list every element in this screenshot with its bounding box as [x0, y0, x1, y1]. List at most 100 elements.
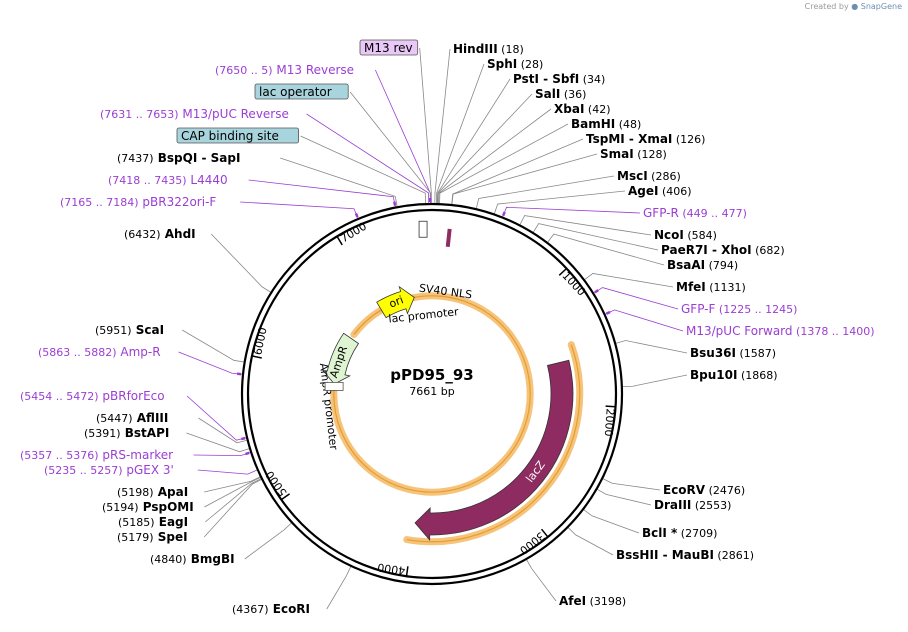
site-label-text: (5179) SpeI: [117, 530, 188, 544]
site-label: (5391) BstAPI: [84, 426, 169, 440]
site-label-text: BssHII - MauBI (2861): [616, 548, 754, 562]
leader-line: [502, 206, 641, 218]
site-label-text: (5235 .. 5257) pGEX 3': [44, 463, 174, 477]
site-label-part: (128): [634, 148, 667, 161]
feature-arrow-ampr: [321, 332, 360, 385]
tick-mark: [540, 528, 549, 538]
site-label-part: XbaI: [554, 102, 584, 116]
feature-highlights: [330, 292, 584, 546]
site-label: (4840) BmgBI: [150, 552, 235, 566]
site-label-part: SphI: [487, 57, 517, 71]
leader-line: [602, 477, 661, 491]
leader-line: [438, 108, 552, 205]
site-label: EcoRV (2476): [663, 483, 745, 497]
site-label-part: (18): [498, 43, 524, 56]
site-label-part: Bpu10I: [690, 368, 737, 382]
leader-line: [204, 476, 262, 493]
site-label: DraIII (2553): [654, 498, 731, 512]
site-label: XbaI (42): [554, 102, 610, 116]
site-label-part: MfeI: [676, 280, 706, 294]
site-label: NcoI (584): [654, 228, 717, 242]
site-label-part: M13/pUC Reverse: [179, 107, 289, 121]
site-label: (5454 .. 5472) pBRforEco: [20, 389, 165, 403]
feature-box: [359, 39, 419, 56]
site-label-text: (7650 .. 5) M13 Reverse: [215, 63, 354, 77]
site-label-part: (1868): [737, 369, 777, 382]
feature-label-ori: ori: [387, 293, 405, 310]
site-label-part: AfeI: [559, 594, 586, 608]
site-label-part: (48): [615, 118, 641, 131]
site-label-part: AhdI: [161, 227, 196, 241]
leader-line: [583, 273, 674, 288]
lac-promoter-block: [418, 220, 428, 238]
backbone-outer-circle: [240, 202, 624, 586]
leader-line: [532, 223, 659, 251]
tick-mark: [405, 566, 409, 577]
site-label-part: GFP-R: [643, 206, 679, 220]
site-label-text: GFP-F (1225 .. 1245): [681, 302, 797, 316]
site-label: SphI (28): [487, 57, 543, 71]
site-label: (5179) SpeI: [117, 530, 188, 544]
site-label-text: MscI (286): [617, 169, 681, 183]
primer-site-mark: [605, 310, 611, 315]
leader-line: [306, 113, 430, 205]
site-label-part: NcoI: [654, 228, 684, 242]
plasmid-size: 7661 bp: [409, 385, 454, 398]
leader-line: [567, 526, 614, 556]
leader-line: [615, 340, 688, 354]
watermark-brand: SnapGene: [860, 2, 902, 11]
snapgene-watermark: Created by ● SnapGene: [805, 2, 902, 11]
site-label-part: (5454 .. 5472): [20, 390, 99, 403]
site-label-part: - SapI: [197, 151, 240, 165]
site-label-part: pBRforEco: [99, 389, 165, 403]
leader-line: [451, 138, 584, 206]
site-label-part: EcoRI: [269, 602, 310, 616]
leader-line: [419, 47, 432, 205]
site-label-part: MscI: [617, 169, 648, 183]
leader-line: [582, 508, 640, 534]
site-label-text: AgeI (406): [628, 184, 692, 198]
site-label-part: ApaI: [154, 485, 189, 499]
site-label-part: PaeR7I: [661, 243, 708, 257]
site-label-part: EagI: [155, 515, 189, 529]
leader-line: [493, 190, 626, 215]
site-label: M13/pUC Forward (1378 .. 1400): [686, 324, 875, 338]
site-label-part: pBR322ori-F: [139, 195, 217, 209]
site-label-part: (2861): [714, 549, 754, 562]
site-label-text: BclI * (2709): [642, 526, 717, 540]
site-label-part: (2709): [677, 527, 717, 540]
leader-line: [434, 48, 451, 205]
site-label-part: (4840): [150, 553, 187, 566]
site-label-text: MfeI (1131): [676, 280, 746, 294]
site-label-part: BclI *: [642, 526, 678, 540]
primer-site-mark: [354, 212, 359, 218]
site-label: (5198) ApaI: [117, 485, 188, 499]
primer-site-mark: [502, 211, 506, 217]
site-label: lac operator: [254, 83, 349, 100]
site-label-part: (7165 .. 7184): [60, 196, 139, 209]
leader-line: [475, 175, 615, 210]
tick-label: 1000: [559, 269, 588, 298]
leader-line: [178, 351, 244, 375]
site-label-part: Bsu36I: [690, 346, 736, 360]
site-label: (7418 .. 7435) L4440: [108, 173, 228, 187]
backbone-ring: [240, 202, 624, 586]
site-label-part: (2553): [691, 499, 731, 512]
site-label-part: - XmaI: [625, 132, 673, 146]
site-label-text: BsaAI (794): [667, 258, 738, 272]
leader-line: [198, 417, 248, 444]
tick-label: 6000: [251, 326, 270, 356]
site-label-text: GFP-R (449 .. 477): [643, 206, 747, 220]
site-label: (7437) BspQI - SapI: [117, 151, 240, 165]
leader-line: [621, 374, 688, 388]
site-label-part: (3198): [586, 595, 626, 608]
site-label: PstI - SbfI (34): [513, 72, 605, 86]
site-label-part: (42): [584, 103, 610, 116]
site-label-part: ScaI: [132, 323, 165, 337]
site-label-text: (7631 .. 7653) M13/pUC Reverse: [100, 107, 289, 121]
site-label-text: SmaI (128): [600, 147, 667, 161]
leader-line: [451, 153, 598, 206]
leader-line: [240, 201, 359, 220]
site-label: GFP-F (1225 .. 1245): [681, 302, 797, 316]
